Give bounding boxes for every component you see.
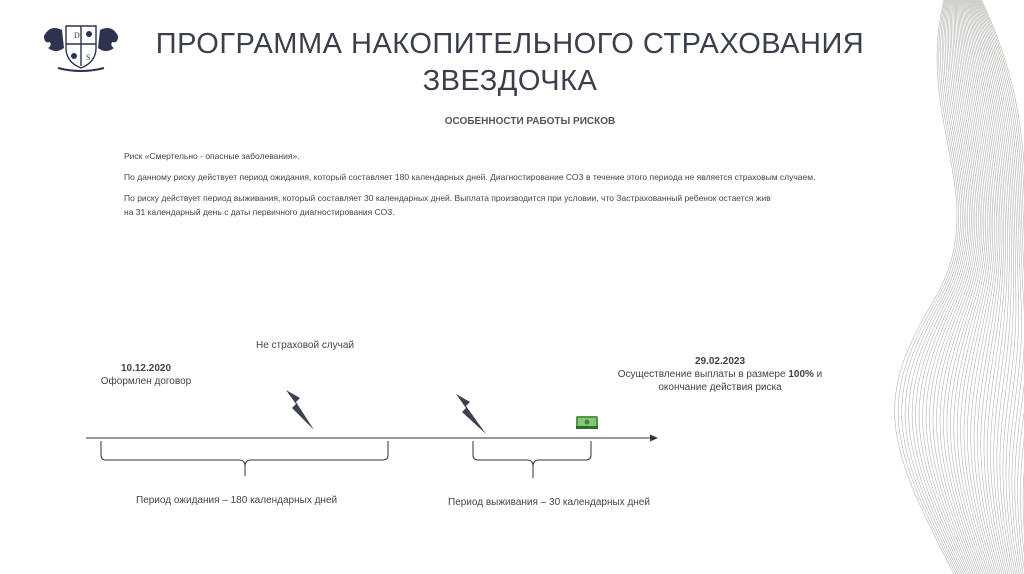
start-label: Оформлен договор bbox=[96, 375, 196, 388]
end-label-suffix: и bbox=[814, 369, 822, 380]
end-label-prefix: Осуществление выплаты в размере bbox=[618, 369, 789, 380]
waiting-period-label: Период ожидания – 180 календарных дней bbox=[136, 494, 337, 507]
survival-period-brace bbox=[473, 441, 591, 478]
end-date: 29.02.2023 bbox=[590, 355, 850, 368]
end-label-line1: Осуществление выплаты в размере 100% и bbox=[590, 368, 850, 381]
timeline-arrowhead bbox=[650, 435, 658, 442]
waiting-period-brace bbox=[101, 441, 388, 476]
lightning-icon bbox=[456, 394, 486, 434]
end-event: 29.02.2023 Осуществление выплаты в разме… bbox=[590, 355, 850, 394]
end-label-line2: окончание действия риска bbox=[590, 381, 850, 394]
survival-period-label: Период выживания – 30 календарных дней bbox=[448, 496, 650, 509]
not-insured-label: Не страховой случай bbox=[256, 339, 354, 352]
start-event: 10.12.2020 Оформлен договор bbox=[96, 362, 196, 388]
start-date: 10.12.2020 bbox=[96, 362, 196, 375]
lightning-icon bbox=[286, 390, 314, 430]
end-label-percent: 100% bbox=[788, 369, 814, 380]
money-icon bbox=[576, 416, 598, 429]
